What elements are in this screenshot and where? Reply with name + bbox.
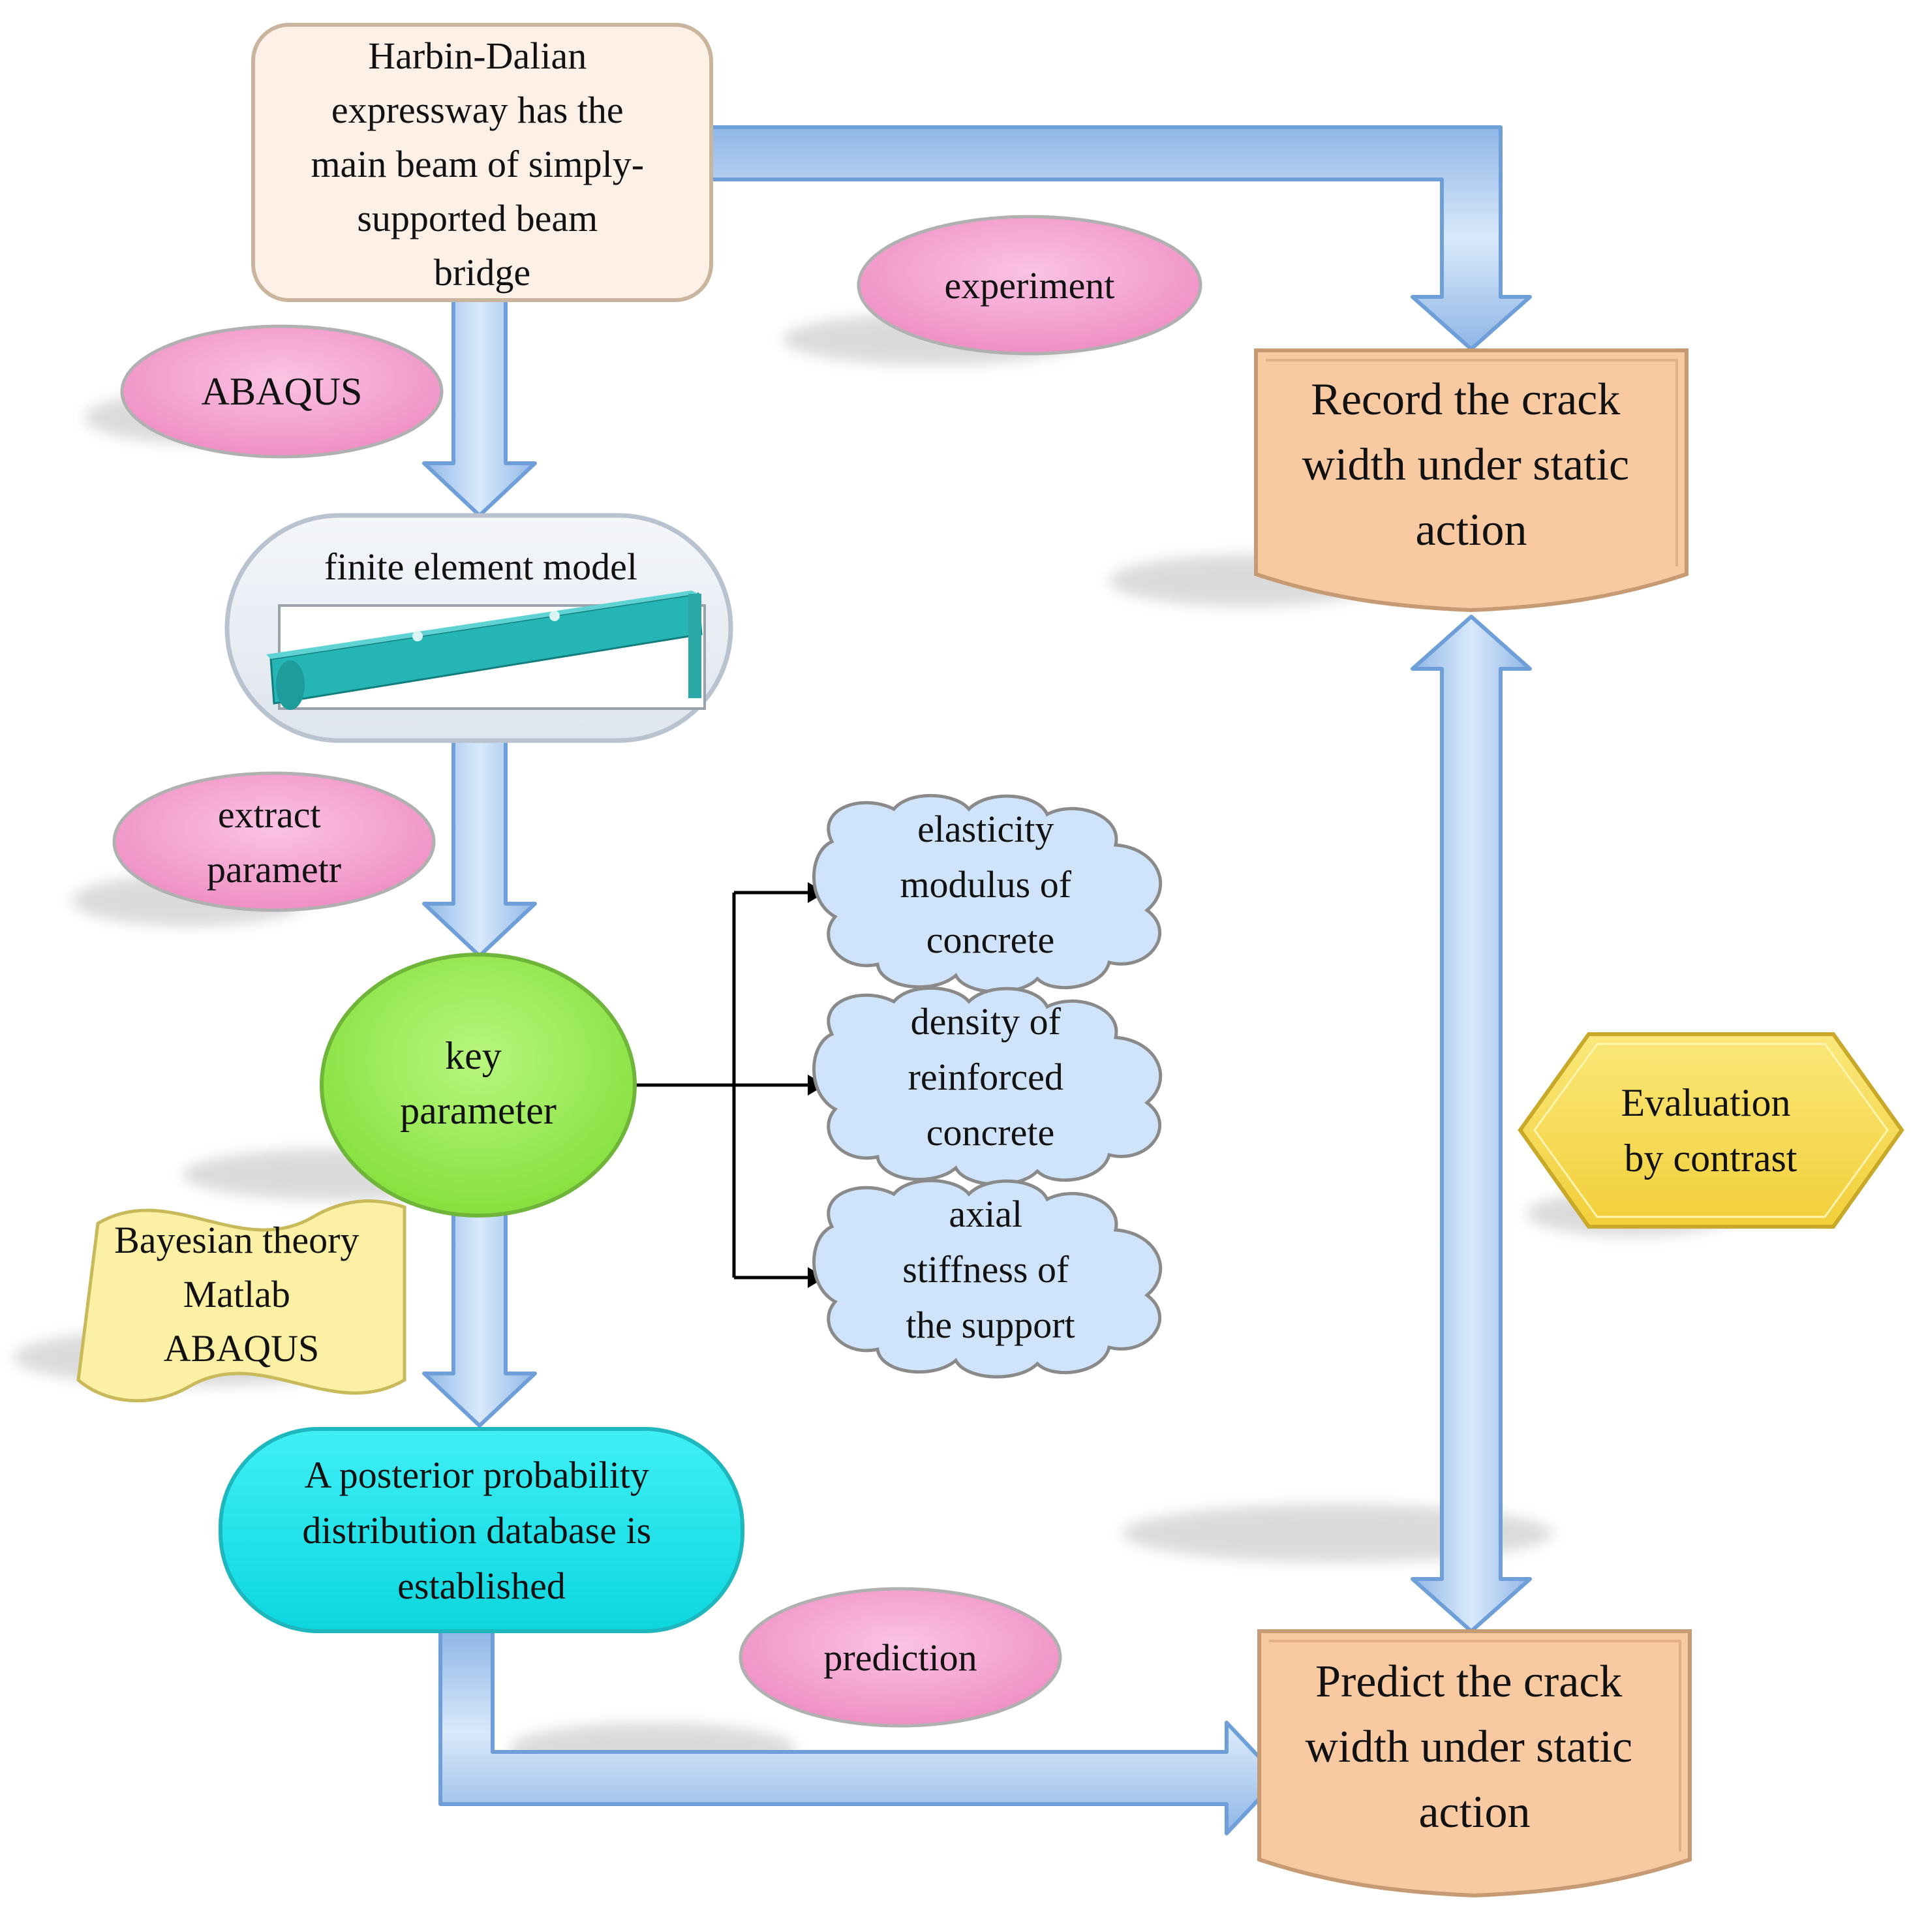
cloud-density-shape (812, 986, 1163, 1186)
oval-extract: extract parametr (112, 771, 436, 912)
cloud-stiffness-line: axial (949, 1193, 1022, 1235)
posterior-line: established (397, 1565, 566, 1607)
evaluation-line: by contrast (1625, 1137, 1797, 1180)
fem-support-right (688, 594, 701, 698)
bridge-line: Harbin-Dalian (368, 35, 587, 77)
node-key: key parameter (320, 953, 637, 1218)
oval-experiment: experiment (857, 215, 1202, 356)
cloud-elasticity-line: modulus of (900, 863, 1071, 906)
arrows (422, 125, 1532, 1835)
predict-text: Predict the crack width under static act… (1305, 1657, 1643, 1837)
fem-mesh-image (266, 590, 706, 710)
node-evaluation: Evaluation by contrast (1518, 1032, 1904, 1229)
cloud-stiffness-line: the support (906, 1304, 1075, 1346)
record-text: Record the crack width under static acti… (1302, 375, 1640, 555)
evaluation-line: Evaluation (1621, 1081, 1791, 1124)
arrow-predict-record-double (1411, 615, 1532, 1633)
bridge-text: Harbin-Dalian expressway has the main be… (311, 35, 653, 294)
arrow-fem-to-key (422, 739, 537, 958)
fem-title: finite element model (324, 545, 637, 588)
record-doc-inner (1266, 359, 1678, 566)
fem-support-left (276, 660, 305, 710)
cloud-elasticity-line: elasticity (917, 808, 1054, 850)
bayes-line: Bayesian theory (114, 1219, 359, 1261)
node-record: Record the crack width under static acti… (1254, 348, 1689, 613)
record-line: width under static (1302, 440, 1629, 490)
predict-doc (1257, 1629, 1692, 1898)
oval-extract-line: extract (218, 793, 321, 836)
key-line: parameter (400, 1089, 557, 1132)
arrow-key-to-posterior (422, 1212, 537, 1428)
bridge-line: bridge (434, 251, 530, 294)
oval-prediction-text: prediction (823, 1636, 977, 1679)
record-doc (1254, 348, 1689, 613)
fem-load-point (412, 631, 423, 641)
cloud-elasticity-text: elasticity modulus of concrete (900, 808, 1080, 961)
oval-extract-line: parametr (207, 848, 341, 891)
node-predict: Predict the crack width under static act… (1257, 1629, 1692, 1898)
predict-line: action (1418, 1787, 1530, 1837)
predict-doc-inner (1269, 1640, 1681, 1852)
record-line: Record the crack (1311, 375, 1620, 425)
key-text: key parameter (400, 1034, 557, 1132)
node-posterior: A posterior probability distribution dat… (219, 1427, 744, 1633)
oval-prediction-line: prediction (823, 1636, 977, 1679)
arrow-posterior-to-predict (438, 1629, 1281, 1835)
cloud-stiffness-text: axial stiffness of the support (902, 1193, 1078, 1346)
key-circle (320, 953, 637, 1218)
cloud-stiffness: axial stiffness of the support (812, 1178, 1163, 1379)
fem-beam-top (266, 590, 698, 659)
record-line: action (1415, 505, 1527, 555)
bayes-banner (76, 1199, 406, 1403)
oval-prediction-shape (739, 1587, 1062, 1728)
bridge-line: expressway has the (331, 89, 624, 131)
oval-abaqus: ABAQUS (120, 324, 444, 459)
node-bridge: Harbin-Dalian expressway has the main be… (251, 23, 713, 302)
oval-experiment-line: experiment (945, 264, 1115, 307)
oval-prediction: prediction (739, 1587, 1062, 1728)
cloud-stiffness-shape (812, 1178, 1163, 1379)
oval-experiment-shape (857, 215, 1202, 356)
evaluation-hexagon (1518, 1032, 1904, 1229)
predict-line: width under static (1305, 1722, 1632, 1772)
cloud-elasticity-line: concrete (926, 919, 1054, 961)
oval-extract-text: extract parametr (207, 793, 341, 891)
oval-experiment-text: experiment (945, 264, 1115, 307)
cloud-density-line: density of (911, 1000, 1062, 1043)
key-line: key (445, 1034, 502, 1077)
cloud-density-text: density of reinforced concrete (908, 1000, 1073, 1154)
bayes-line: Matlab (183, 1273, 290, 1315)
arrow-bridge-to-fem (422, 298, 537, 517)
oval-abaqus-shape (120, 324, 444, 459)
bayes-text: Bayesian theory Matlab ABAQUS (114, 1219, 369, 1370)
posterior-text: A posterior probability distribution dat… (302, 1454, 660, 1607)
node-fem: finite element model (224, 513, 733, 743)
fem-load-point (549, 611, 560, 621)
predict-line: Predict the crack (1315, 1657, 1622, 1707)
bayes-line: ABAQUS (164, 1327, 320, 1370)
bridge-box (251, 23, 713, 302)
bridge-line: supported beam (357, 197, 598, 239)
cloud-density-line: reinforced (908, 1056, 1063, 1098)
cloud-density: density of reinforced concrete (812, 986, 1163, 1186)
oval-extract-shape (112, 771, 436, 912)
bridge-line: main beam of simply- (311, 143, 644, 185)
cloud-density-line: concrete (926, 1111, 1054, 1154)
posterior-line: distribution database is (302, 1509, 651, 1552)
node-bayes: Bayesian theory Matlab ABAQUS (76, 1199, 406, 1403)
evaluation-text: Evaluation by contrast (1621, 1081, 1801, 1180)
oval-abaqus-text: ABAQUS (202, 370, 363, 413)
arrow-bridge-to-record (709, 125, 1532, 351)
posterior-line: A posterior probability (305, 1454, 649, 1496)
cloud-stiffness-line: stiffness of (902, 1248, 1069, 1291)
cloud-elasticity: elasticity modulus of concrete (812, 793, 1163, 994)
oval-abaqus-line: ABAQUS (202, 370, 363, 413)
posterior-box (219, 1427, 744, 1633)
evaluation-hexagon-inner (1533, 1043, 1889, 1218)
cloud-elasticity-shape (812, 793, 1163, 994)
connectors (636, 891, 809, 1280)
